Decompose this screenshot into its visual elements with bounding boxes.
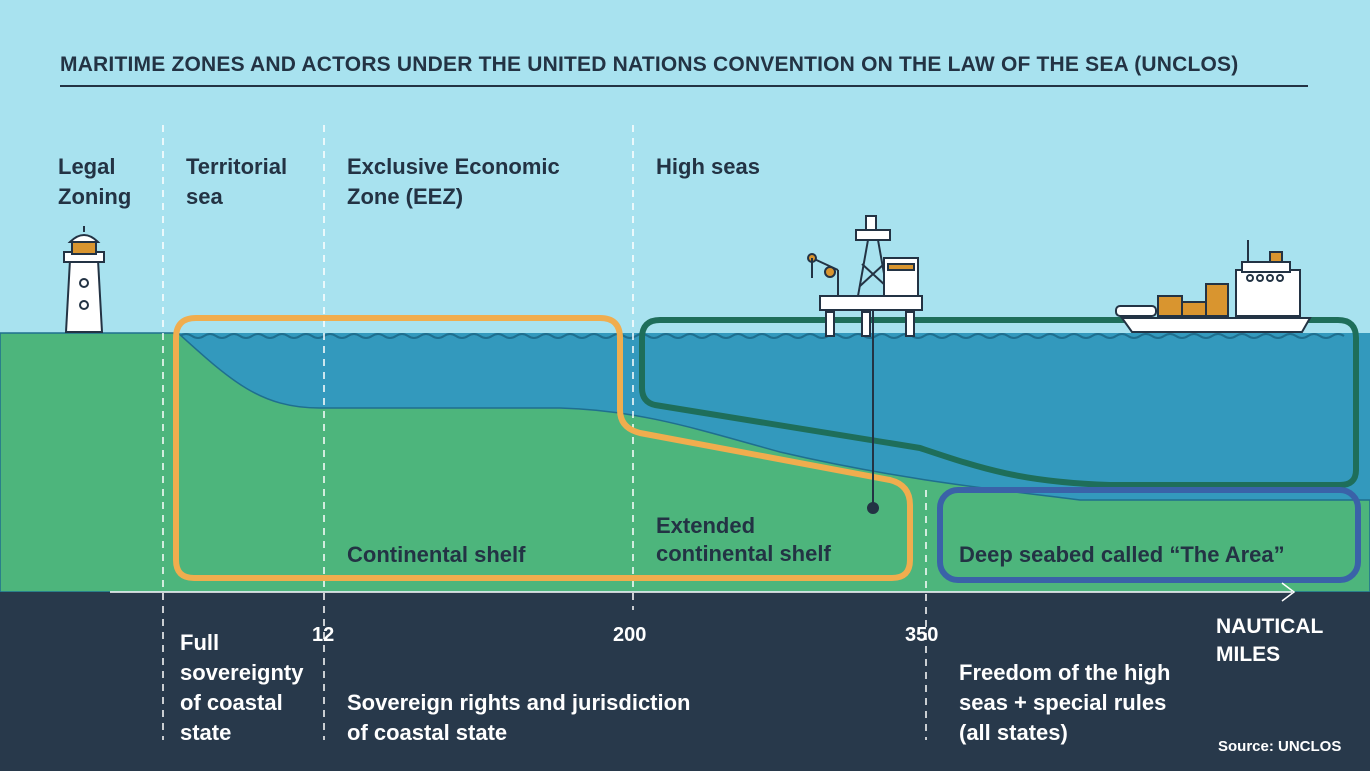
axis-tick-12: 12 bbox=[312, 624, 335, 646]
jurisdiction-full-sovereignty: Full sovereignty of coastal state bbox=[180, 630, 304, 745]
jurisdiction-freedom-high-seas: Freedom of the high seas + special rules… bbox=[959, 660, 1171, 745]
high-seas-outline bbox=[639, 317, 1359, 488]
wave-line bbox=[179, 333, 1345, 339]
the-area-outline bbox=[937, 487, 1361, 583]
label-extended-continental-shelf: Extended continental shelf bbox=[656, 513, 831, 566]
zone-label-territorial-sea: Territorial sea bbox=[186, 154, 288, 209]
sky bbox=[0, 0, 1370, 335]
axis-arrowhead bbox=[1281, 582, 1296, 602]
source-note: Source: UNCLOS bbox=[1218, 738, 1342, 755]
ground-panel bbox=[0, 592, 1370, 771]
zone-label-high-seas: High seas bbox=[656, 154, 760, 179]
oil-platform-icon bbox=[807, 215, 923, 514]
label-the-area: Deep seabed called “The Area” bbox=[959, 542, 1285, 567]
zone-label-eez: Exclusive Economic Zone (EEZ) bbox=[347, 154, 560, 209]
axis-tick-350: 350 bbox=[905, 624, 939, 646]
zone-label-legal-zoning: Legal Zoning bbox=[58, 154, 132, 209]
axis-tick-200: 200 bbox=[613, 624, 647, 646]
axis-unit-label: NAUTICAL MILES bbox=[1216, 615, 1324, 666]
jurisdiction-sovereign-rights: Sovereign rights and jurisdiction of coa… bbox=[347, 690, 691, 745]
lighthouse-icon bbox=[63, 226, 105, 333]
label-continental-shelf: Continental shelf bbox=[347, 542, 526, 567]
cargo-ship-icon bbox=[1115, 240, 1312, 333]
continental-shelf-outline bbox=[173, 315, 913, 581]
page-title: MARITIME ZONES AND ACTORS UNDER THE UNIT… bbox=[60, 53, 1239, 76]
